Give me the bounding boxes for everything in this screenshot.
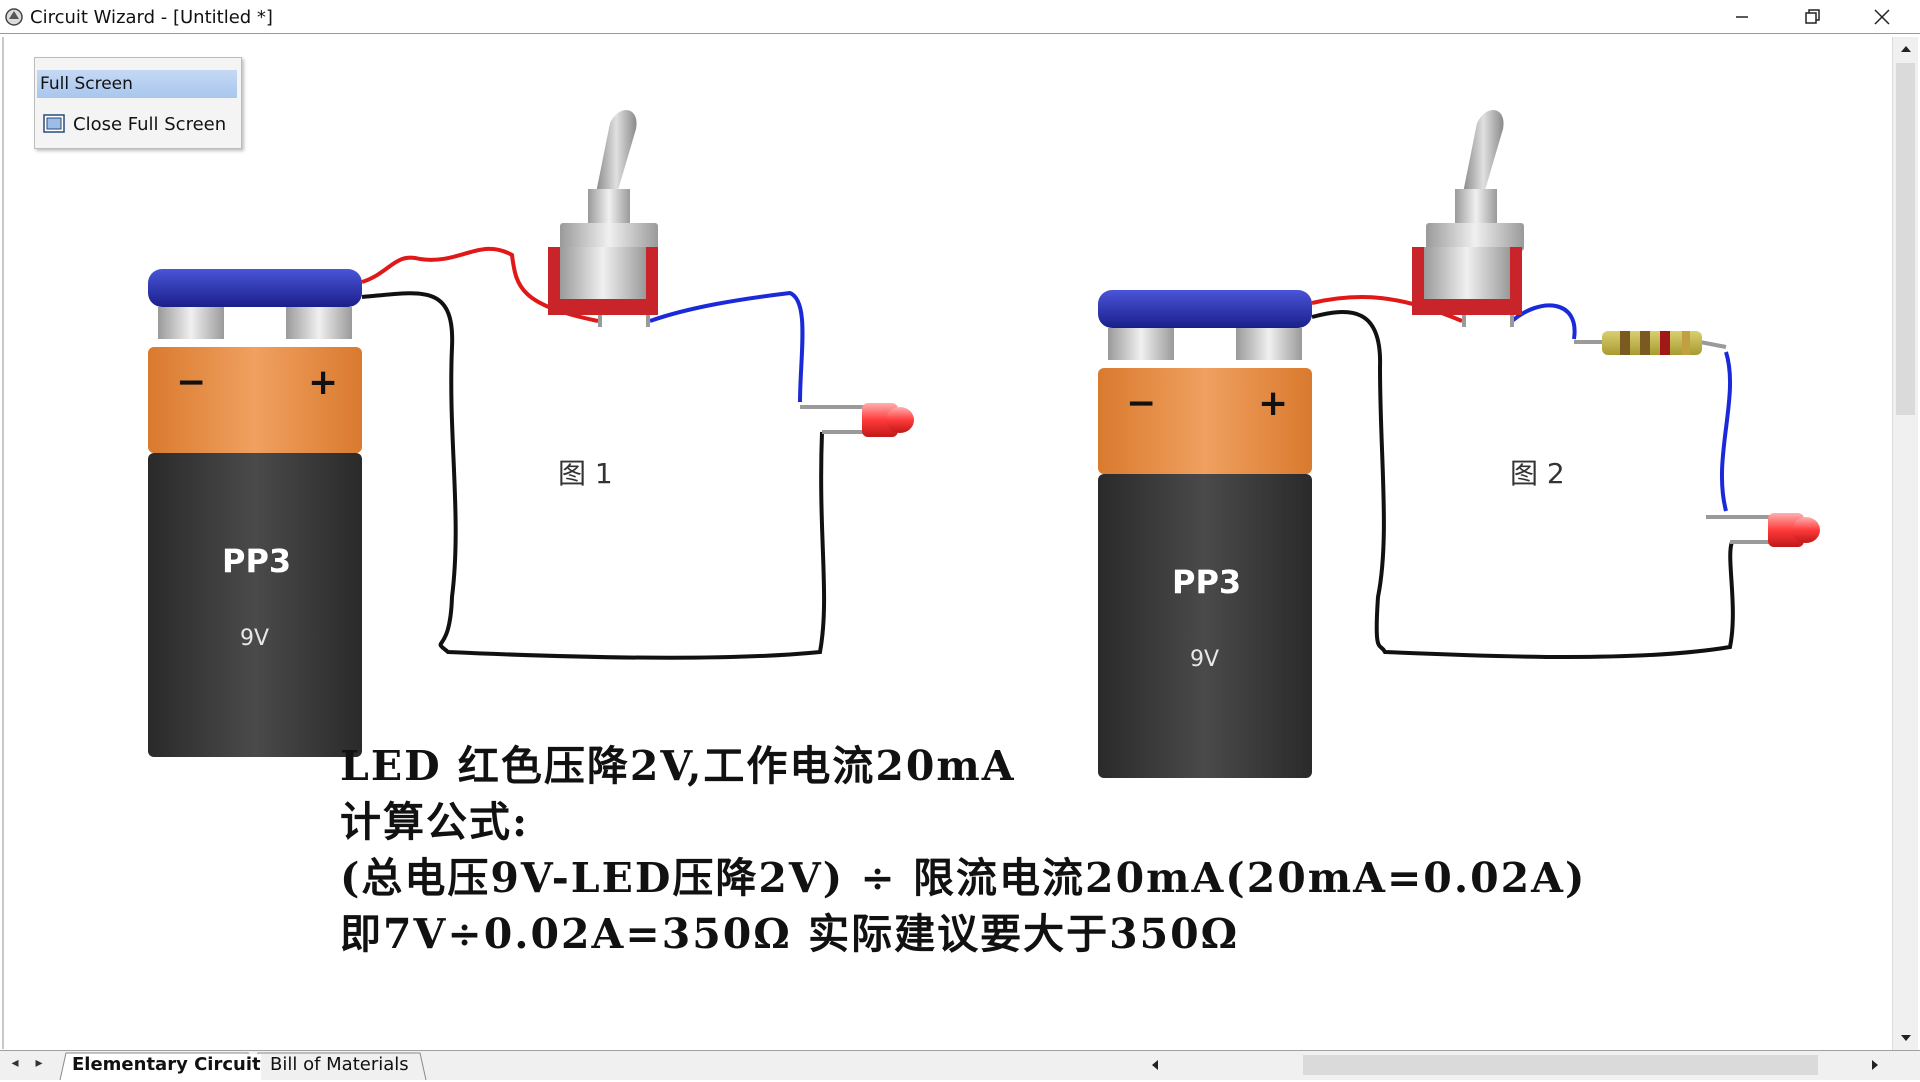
vertical-scrollbar[interactable] bbox=[1892, 37, 1918, 1050]
title-bar: Circuit Wizard - [Untitled *] bbox=[0, 0, 1920, 34]
resistor-2[interactable] bbox=[1574, 331, 1727, 355]
scroll-down-button[interactable] bbox=[1893, 1026, 1919, 1050]
minimize-icon bbox=[1736, 16, 1748, 18]
note-line-4: 即7V÷0.02A=350Ω 实际建议要大于350Ω bbox=[340, 910, 1240, 958]
battery-1-minus-label: − bbox=[176, 362, 207, 403]
wire-black-1 bbox=[361, 291, 827, 660]
figure-1 bbox=[148, 110, 914, 757]
minimize-button[interactable] bbox=[1710, 0, 1774, 34]
full-screen-toolbar: Full Screen Close Full Screen bbox=[34, 57, 242, 149]
calculation-notes: LED 红色压降2V,工作电流20mA 计算公式: (总电压9V-LED压降2V… bbox=[340, 738, 1586, 962]
close-full-screen-icon bbox=[43, 114, 65, 133]
wire-blue-1 bbox=[649, 290, 805, 403]
note-line-3: (总电压9V-LED压降2V) ÷ 限流电流20mA(20mA=0.02A) bbox=[340, 854, 1587, 902]
restore-button[interactable] bbox=[1780, 0, 1844, 34]
horizontal-scrollbar[interactable] bbox=[1138, 1050, 1890, 1080]
battery-2-voltage: 9V bbox=[1190, 647, 1220, 672]
scroll-left-button[interactable] bbox=[1142, 1053, 1168, 1077]
scroll-right-icon bbox=[1872, 1060, 1878, 1070]
tab-elementary-circuit[interactable]: Elementary Circuit bbox=[72, 1054, 261, 1082]
scroll-left-icon bbox=[1152, 1060, 1158, 1070]
scroll-up-icon bbox=[1901, 46, 1911, 52]
toggle-switch-2[interactable] bbox=[1412, 110, 1524, 327]
battery-2-plus-label: + bbox=[1258, 383, 1289, 424]
battery-2-minus-label: − bbox=[1126, 383, 1157, 424]
full-screen-toolbar-title: Full Screen bbox=[37, 70, 237, 98]
battery-1[interactable] bbox=[148, 269, 362, 757]
note-line-1: LED 红色压降2V,工作电流20mA bbox=[340, 742, 1016, 790]
circuit-diagram bbox=[148, 110, 1820, 778]
close-full-screen-button[interactable]: Close Full Screen bbox=[43, 112, 233, 138]
figure-2-caption: 图 2 bbox=[1510, 457, 1565, 490]
window-title: Circuit Wizard - [Untitled *] bbox=[30, 7, 273, 28]
wire-blue-2b bbox=[1719, 351, 1733, 512]
close-icon bbox=[1874, 9, 1890, 25]
scroll-down-icon bbox=[1901, 1035, 1911, 1041]
battery-1-voltage: 9V bbox=[240, 626, 270, 651]
toggle-switch-1[interactable] bbox=[548, 110, 658, 327]
tab-prev-button[interactable]: ◂ bbox=[11, 1055, 19, 1071]
battery-1-name: PP3 bbox=[222, 542, 292, 580]
note-line-2: 计算公式: bbox=[340, 798, 530, 846]
tab-bill-of-materials[interactable]: Bill of Materials bbox=[270, 1054, 409, 1075]
tab-next-button[interactable]: ▸ bbox=[35, 1055, 43, 1071]
restore-icon bbox=[1805, 9, 1820, 24]
figure-2 bbox=[1098, 110, 1820, 778]
horizontal-scroll-thumb[interactable] bbox=[1303, 1055, 1818, 1075]
scroll-right-button[interactable] bbox=[1862, 1053, 1888, 1077]
figure-1-caption: 图 1 bbox=[558, 457, 613, 490]
close-full-screen-label: Close Full Screen bbox=[73, 114, 227, 135]
battery-1-plus-label: + bbox=[308, 362, 339, 403]
battery-2[interactable] bbox=[1098, 290, 1312, 778]
scroll-up-button[interactable] bbox=[1893, 37, 1919, 61]
app-icon bbox=[5, 8, 23, 26]
led-2[interactable] bbox=[1706, 513, 1820, 547]
battery-2-name: PP3 bbox=[1172, 563, 1242, 601]
wire-red-1 bbox=[361, 246, 599, 323]
full-screen-title-label: Full Screen bbox=[40, 74, 133, 94]
close-button[interactable] bbox=[1850, 0, 1914, 34]
vertical-scroll-thumb[interactable] bbox=[1896, 63, 1915, 415]
wire-black-2 bbox=[1311, 310, 1735, 659]
led-1[interactable] bbox=[800, 403, 914, 437]
